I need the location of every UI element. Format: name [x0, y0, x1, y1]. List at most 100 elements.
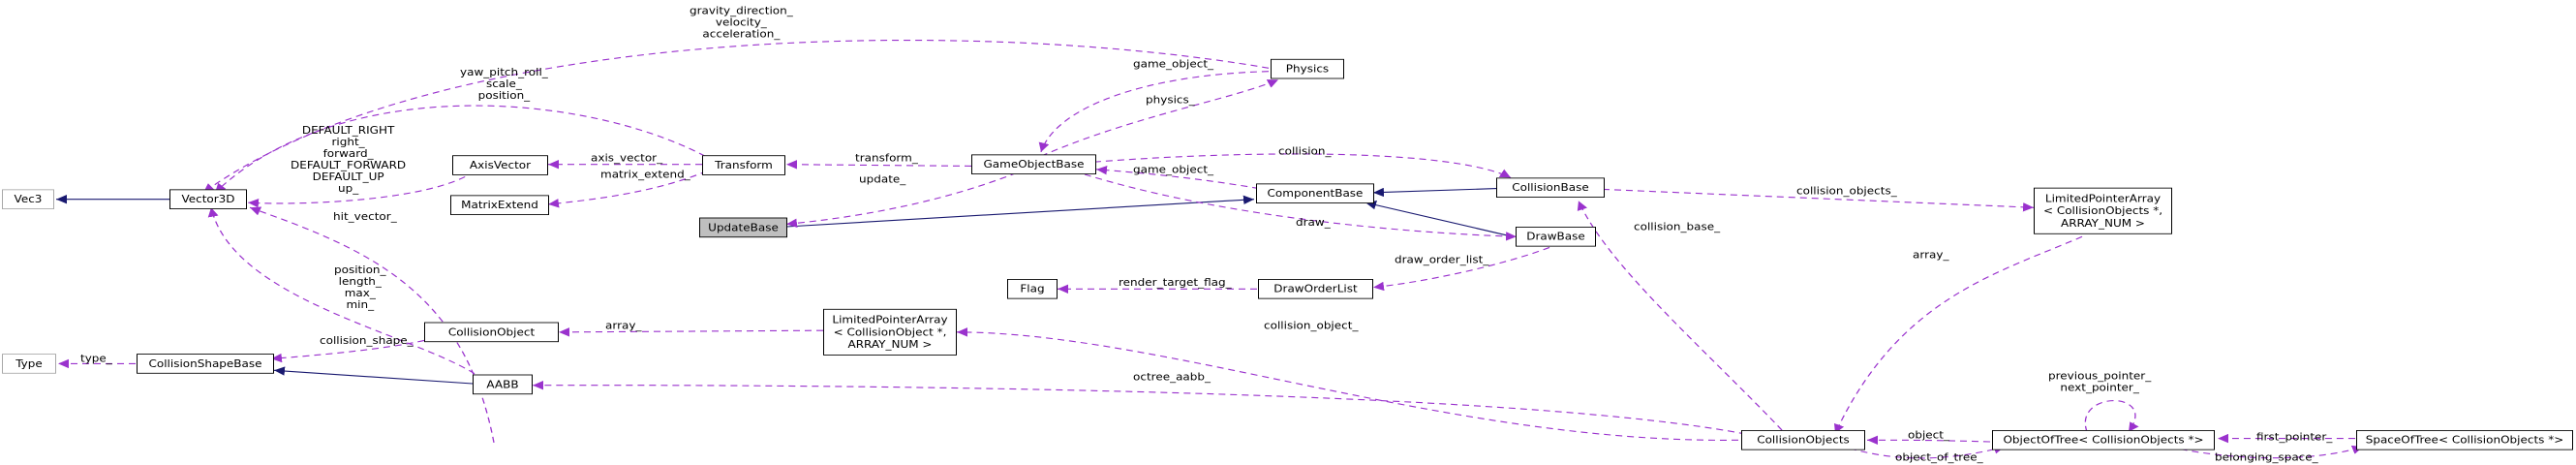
edge-limitedarray-collisionobjects	[1833, 235, 2083, 434]
label-line: yaw_pitch_roll_	[460, 66, 548, 78]
edge-collisionobject-vector3d	[249, 206, 495, 443]
label-array-left: array_	[605, 320, 642, 331]
edge-objectoftree-collisionobjects	[1866, 435, 1991, 446]
label-update: update_	[859, 173, 906, 186]
label-collision-base: collision_base_	[1634, 221, 1721, 232]
edge-drawbase-componentbase	[1365, 201, 1514, 237]
node-collision-object[interactable]: CollisionObject	[424, 322, 559, 343]
node-type[interactable]: Type	[2, 354, 56, 374]
label-line: DEFAULT_FORWARD	[291, 159, 407, 171]
node-axis-vector[interactable]: AxisVector	[452, 155, 548, 175]
label-collision-object: collision_object_	[1264, 320, 1359, 331]
label-line: previous_pointer_	[2048, 370, 2152, 383]
edge-collisionbase-componentbase	[1372, 187, 1497, 198]
label-transform: transform_	[855, 151, 918, 164]
label-line: min_	[346, 298, 375, 311]
node-label: ComponentBase	[1267, 187, 1364, 200]
label-belonging-space: belonging_space_	[2215, 451, 2318, 464]
node-label: SpaceOfTree< CollisionObjects *>	[2365, 433, 2564, 446]
edge-drawbase-draworderlist	[1372, 246, 1550, 292]
node-space-of-tree[interactable]: SpaceOfTree< CollisionObjects *>	[2356, 430, 2573, 450]
node-matrix-extend[interactable]: MatrixExtend	[450, 195, 549, 215]
label-game-object-top: game_object_	[1133, 58, 1214, 70]
node-label: Type	[15, 357, 43, 369]
node-label: AABB	[486, 378, 519, 390]
node-label: Vector3D	[181, 193, 235, 205]
edge-gameobject-drawbase	[1084, 173, 1518, 241]
edge-collisionobjects-objectoftree	[1849, 445, 2006, 459]
node-label-line: ARRAY_NUM >	[847, 338, 933, 351]
label-axis-vector: axis_vector_	[591, 151, 663, 164]
edge-transform-vector3d	[214, 105, 706, 194]
node-collision-objects[interactable]: CollisionObjects	[1741, 430, 1865, 450]
node-transform[interactable]: Transform	[702, 155, 785, 175]
node-label: CollisionShapeBase	[148, 357, 262, 369]
label-object: object_	[1908, 429, 1949, 442]
label-line: scale_	[485, 78, 522, 90]
label-matrix-extend: matrix_extend_	[600, 169, 690, 180]
node-label-line: < CollisionObject *,	[833, 326, 947, 338]
node-physics[interactable]: Physics	[1271, 58, 1344, 79]
node-label-line: LimitedPointerArray	[2044, 192, 2162, 204]
node-vector3d[interactable]: Vector3D	[169, 189, 247, 209]
node-label: GameObjectBase	[983, 158, 1085, 170]
label-line: right_	[331, 136, 365, 148]
node-flag[interactable]: Flag	[1007, 279, 1058, 299]
node-vec3[interactable]: Vec3	[2, 189, 54, 209]
edge-aabb-collisionshapebase	[273, 366, 474, 385]
label-physics: physics_	[1146, 93, 1195, 106]
label-collision-objects: collision_objects_	[1796, 185, 1897, 198]
node-label: CollisionObjects	[1757, 433, 1850, 446]
label-draw: draw_	[1296, 216, 1331, 229]
label-aabb-members: position_ length_ max_ min_	[334, 264, 386, 311]
node-component-base[interactable]: ComponentBase	[1256, 183, 1374, 203]
label-collision-shape: collision_shape_	[320, 334, 414, 347]
label-line: forward_	[322, 147, 374, 160]
label-octree-aabb: octree_aabb_	[1133, 371, 1211, 384]
edge-limitedarray-collisionobject	[558, 327, 824, 337]
node-limited-pointer-array-collision-object[interactable]: LimitedPointerArray < CollisionObject *,…	[823, 308, 957, 356]
label-default-directions: DEFAULT_RIGHT right_ forward_ DEFAULT_FO…	[291, 125, 406, 195]
edge-collisionbase-limitedarray	[1602, 188, 2035, 212]
label-collision: collision_	[1278, 145, 1332, 157]
node-draw-order-list[interactable]: DrawOrderList	[1258, 279, 1373, 299]
node-aabb[interactable]: AABB	[473, 374, 533, 395]
edge-collisionobjects-collisionbase	[1577, 201, 1783, 431]
node-update-base[interactable]: UpdateBase	[699, 217, 787, 238]
edge-gameobject-updatebase	[785, 171, 1018, 229]
label-line: max_	[344, 287, 376, 299]
node-game-object-base[interactable]: GameObjectBase	[971, 154, 1096, 174]
label-array-right: array_	[1913, 249, 1949, 262]
label-draw-order-list: draw_order_list_	[1395, 254, 1489, 266]
node-label-line: ARRAY_NUM >	[2061, 217, 2145, 230]
label-line: next_pointer_	[2060, 382, 2139, 394]
label-line: position_	[334, 264, 386, 276]
edge-objectoftree-spaceoftree	[2168, 445, 2364, 459]
edge-objectoftree-self	[2084, 400, 2139, 433]
label-object-of-tree: object_of_tree_	[1895, 451, 1983, 464]
label-gravity-velocity-acceleration: gravity_direction_ velocity_ acceleratio…	[690, 5, 793, 40]
node-collision-base[interactable]: CollisionBase	[1496, 177, 1605, 198]
label-hit-vector: hit_vector_	[333, 210, 397, 223]
node-draw-base[interactable]: DrawBase	[1516, 227, 1596, 247]
node-limited-pointer-array-collision-objects[interactable]: LimitedPointerArray < CollisionObjects *…	[2034, 187, 2172, 234]
label-previous-next-pointer: previous_pointer_ next_pointer_	[2048, 370, 2151, 393]
node-label: CollisionBase	[1512, 181, 1589, 194]
edge-physics-gameobject	[1038, 71, 1270, 153]
label-line: position_	[477, 89, 531, 102]
node-collision-shape-base[interactable]: CollisionShapeBase	[137, 354, 274, 374]
node-object-of-tree[interactable]: ObjectOfTree< CollisionObjects *>	[1992, 430, 2215, 450]
label-line: DEFAULT_UP	[312, 170, 384, 183]
edge-updatebase-componentbase	[785, 195, 1255, 228]
label-render-target-flag: render_target_flag_	[1119, 276, 1232, 289]
node-label: AxisVector	[469, 159, 532, 171]
node-label: ObjectOfTree< CollisionObjects *>	[2003, 433, 2204, 446]
node-label: Transform	[715, 159, 773, 171]
node-label: CollisionObject	[447, 326, 536, 338]
label-type: type_	[80, 353, 112, 365]
node-label-line: < CollisionObjects *,	[2042, 204, 2163, 217]
edge-collisionobjects-limitedarray-left	[956, 327, 1739, 441]
edge-gameobject-transform	[785, 160, 972, 170]
edge-componentbase-gameobject	[1095, 165, 1260, 190]
